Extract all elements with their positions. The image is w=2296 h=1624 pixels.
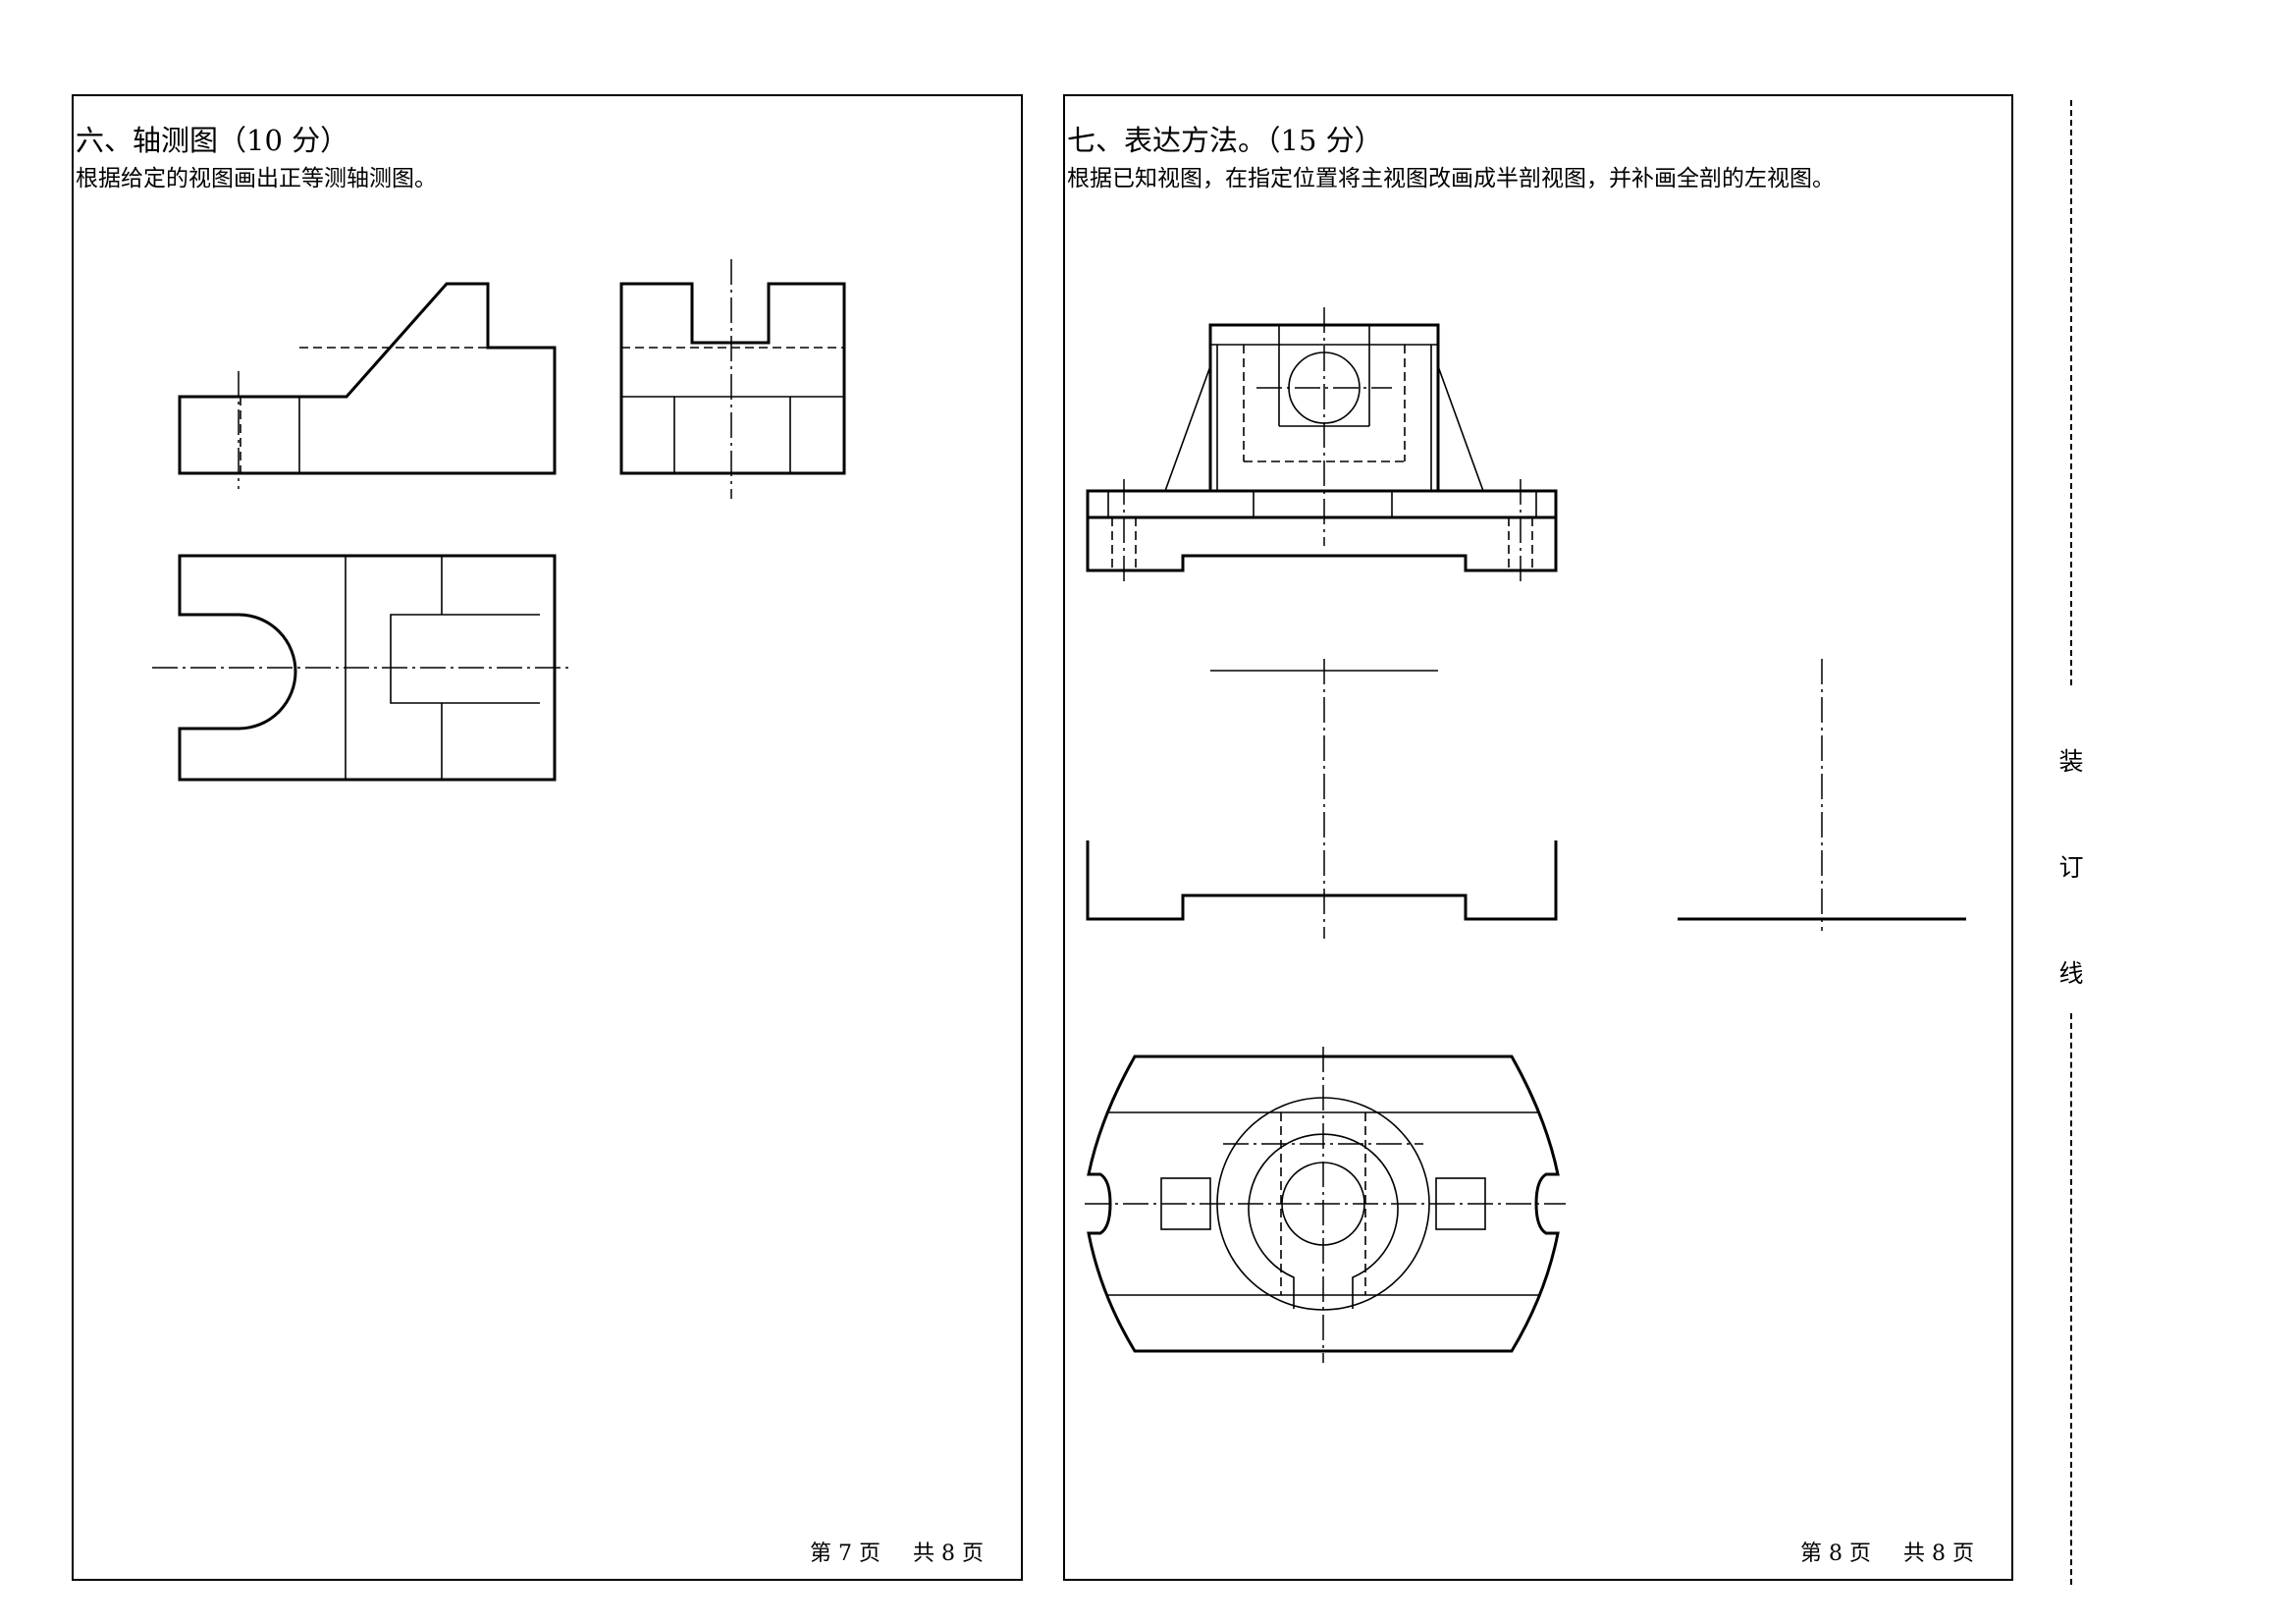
right-page-total: 共 8 页 [1903,1542,1974,1566]
binding-char-zhuang: 装 [2058,747,2084,776]
binding-char-ding: 订 [2058,853,2084,882]
question-6-title: 六、轴测图（10 分） [76,124,349,157]
left-page-footer: 第 7 页 共 8 页 [810,1536,984,1567]
left-page-number: 第 7 页 [810,1542,881,1566]
question-6-drawing [152,259,846,782]
binding-char-xian: 线 [2058,959,2084,988]
binding-line: 装 订 线 [2047,94,2096,1587]
side-view [619,259,846,499]
left-page-frame: 六、轴测图（10 分） 根据给定的视图画出正等测轴测图。 [72,94,1023,1581]
question-7-description: 根据已知视图，在指定位置将主视图改画成半剖视图，并补画全剖的左视图。 [1067,166,1835,191]
front-view [178,282,557,489]
plan-view [1085,1047,1566,1363]
main-view [1086,307,1558,582]
half-section-answer-area [1086,659,1558,939]
right-page-frame: 七、表达方法。（15 分） 根据已知视图，在指定位置将主视图改画成半剖视图，并补… [1063,94,2013,1581]
binding-dash-top [2070,100,2072,685]
question-7-drawing [1085,307,1966,1363]
question-7-title: 七、表达方法。（15 分） [1067,124,1383,157]
left-view-answer-area [1678,659,1966,931]
binding-dash-bottom [2070,1013,2072,1585]
left-page-total: 共 8 页 [913,1542,984,1566]
top-view [152,554,572,782]
right-page-number: 第 8 页 [1800,1542,1872,1566]
question-6-description: 根据给定的视图画出正等测轴测图。 [76,166,437,191]
right-page-footer: 第 8 页 共 8 页 [1800,1536,1974,1567]
